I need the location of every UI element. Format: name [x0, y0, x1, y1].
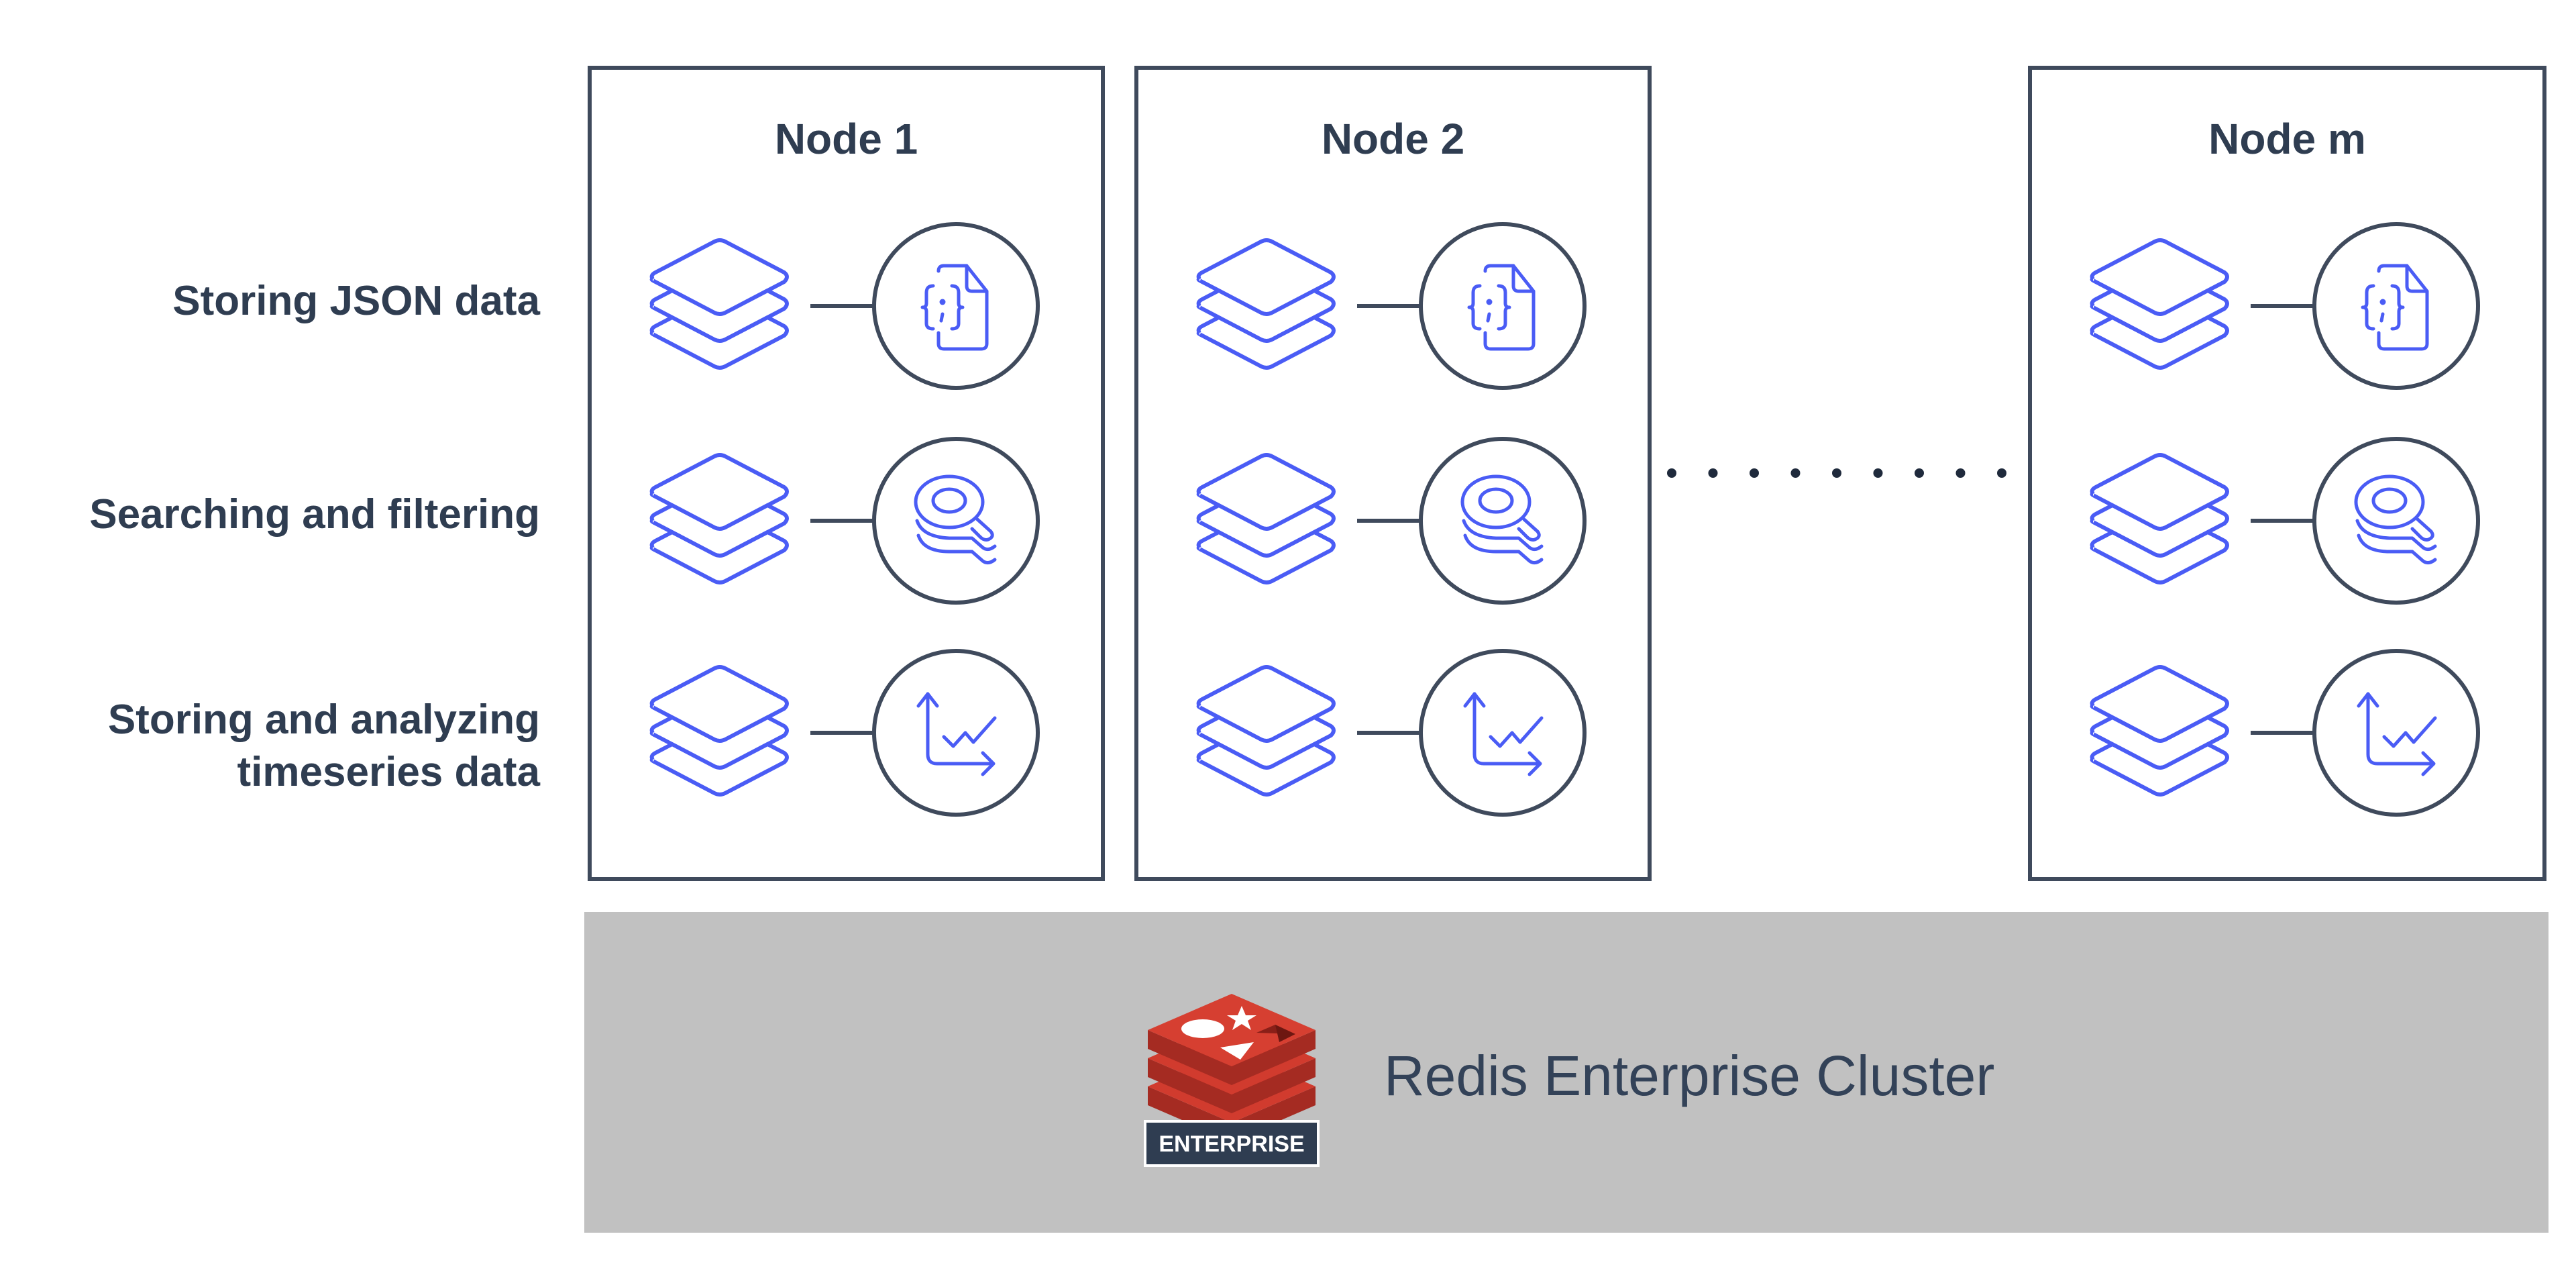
node-title: Node m: [2208, 115, 2366, 163]
service-row-json: [1196, 222, 1587, 390]
ellipsis-dot: [1832, 468, 1841, 478]
json-document-icon: [2361, 264, 2429, 351]
node-title: Node 2: [1321, 115, 1465, 163]
ellipsis-dot: [1997, 468, 2006, 478]
service-row-timeseries: [1196, 649, 1587, 817]
database-layers-icon: [2090, 665, 2229, 797]
cluster-title: Redis Enterprise Cluster: [1384, 1044, 1995, 1107]
database-layers-icon: [1196, 238, 1336, 370]
service-row-search: [2090, 437, 2480, 605]
database-layers-icon: [2090, 453, 2229, 584]
service-circle: [872, 649, 1040, 817]
service-circle: [2312, 222, 2480, 390]
database-layers-icon: [1196, 453, 1336, 584]
search-layers-icon: [914, 474, 997, 565]
service-circle: [2312, 649, 2480, 817]
database-layers-icon: [649, 238, 789, 370]
service-row-json: [649, 222, 1040, 390]
logo-badge-text: ENTERPRISE: [1159, 1131, 1304, 1157]
json-document-icon: [920, 264, 989, 351]
ellipsis-dot: [1708, 468, 1718, 478]
timeseries-chart-icon: [916, 692, 997, 776]
service-circle: [1419, 649, 1587, 817]
node-m: Node m: [2028, 66, 2546, 881]
search-layers-icon: [1460, 474, 1544, 565]
ellipsis-dot: [1955, 468, 1966, 478]
row-label-search: Searching and filtering: [89, 489, 540, 541]
database-layers-icon: [649, 453, 789, 584]
service-row-json: [2090, 222, 2480, 390]
row-label-line: timeseries data: [237, 749, 540, 795]
ellipsis-dots: [1667, 468, 2006, 478]
service-row-timeseries: [2090, 649, 2480, 817]
row-label-line: Storing JSON data: [172, 278, 540, 324]
timeseries-chart-icon: [2357, 692, 2437, 776]
search-layers-icon: [2354, 474, 2437, 565]
service-row-search: [649, 437, 1040, 605]
ellipsis-dot: [1790, 468, 1801, 478]
row-label-line: Searching and filtering: [89, 491, 540, 538]
service-circle: [1419, 437, 1587, 605]
row-label-timeseries: Storing and analyzing timeseries data: [108, 694, 540, 799]
row-label-json: Storing JSON data: [172, 275, 540, 327]
service-circle: [872, 437, 1040, 605]
ellipsis-dot: [1750, 468, 1759, 478]
database-layers-icon: [1196, 665, 1336, 797]
node-title: Node 1: [774, 115, 918, 163]
json-document-icon: [1467, 264, 1536, 351]
node-2: Node 2: [1134, 66, 1652, 881]
redis-enterprise-logo-icon: ENTERPRISE: [1144, 994, 1320, 1167]
service-circle: [872, 222, 1040, 390]
database-layers-icon: [649, 665, 789, 797]
service-row-search: [1196, 437, 1587, 605]
service-circle: [2312, 437, 2480, 605]
ellipsis-dot: [1873, 468, 1883, 478]
service-circle: [1419, 222, 1587, 390]
cluster-band: ENTERPRISE Redis Enterprise Cluster: [584, 912, 2548, 1233]
row-label-line: Storing and analyzing: [107, 697, 540, 743]
timeseries-chart-icon: [1463, 692, 1544, 776]
ellipsis-dot: [1915, 468, 1924, 478]
service-row-timeseries: [649, 649, 1040, 817]
database-layers-icon: [2090, 238, 2229, 370]
ellipsis-dot: [1667, 468, 1676, 478]
node-1: Node 1: [588, 66, 1105, 881]
